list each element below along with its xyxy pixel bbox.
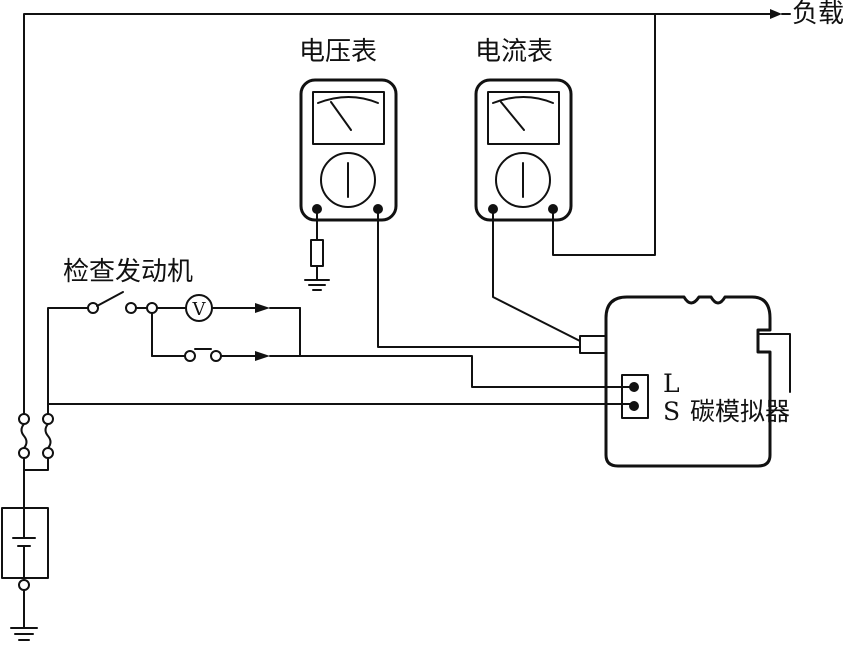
voltmeter-simulator-wire — [377, 208, 581, 348]
load-label: 负载 — [792, 0, 844, 29]
check-engine-circuit — [47, 291, 635, 415]
terminal-l-label: L — [663, 369, 680, 398]
ammeter-simulator-wire — [492, 208, 581, 342]
voltmeter-symbol: V — [185, 294, 213, 322]
load-wire — [23, 9, 791, 415]
ground-resistor — [304, 208, 330, 291]
ammeter — [474, 78, 573, 222]
check-engine-label: 检查发动机 — [63, 257, 193, 287]
carbon-simulator — [579, 295, 791, 468]
fuses — [18, 413, 54, 509]
voltmeter-label: 电压表 — [299, 37, 377, 67]
terminal-s-label: S — [663, 397, 680, 426]
carbon-simulator-label: 碳模拟器 — [690, 397, 790, 426]
ammeter-label: 电流表 — [475, 37, 553, 67]
voltmeter — [299, 78, 398, 222]
ammeter-load-wire — [552, 13, 656, 256]
battery — [1, 507, 49, 579]
v-symbol-label: V — [192, 299, 207, 320]
battery-ground — [10, 579, 38, 641]
